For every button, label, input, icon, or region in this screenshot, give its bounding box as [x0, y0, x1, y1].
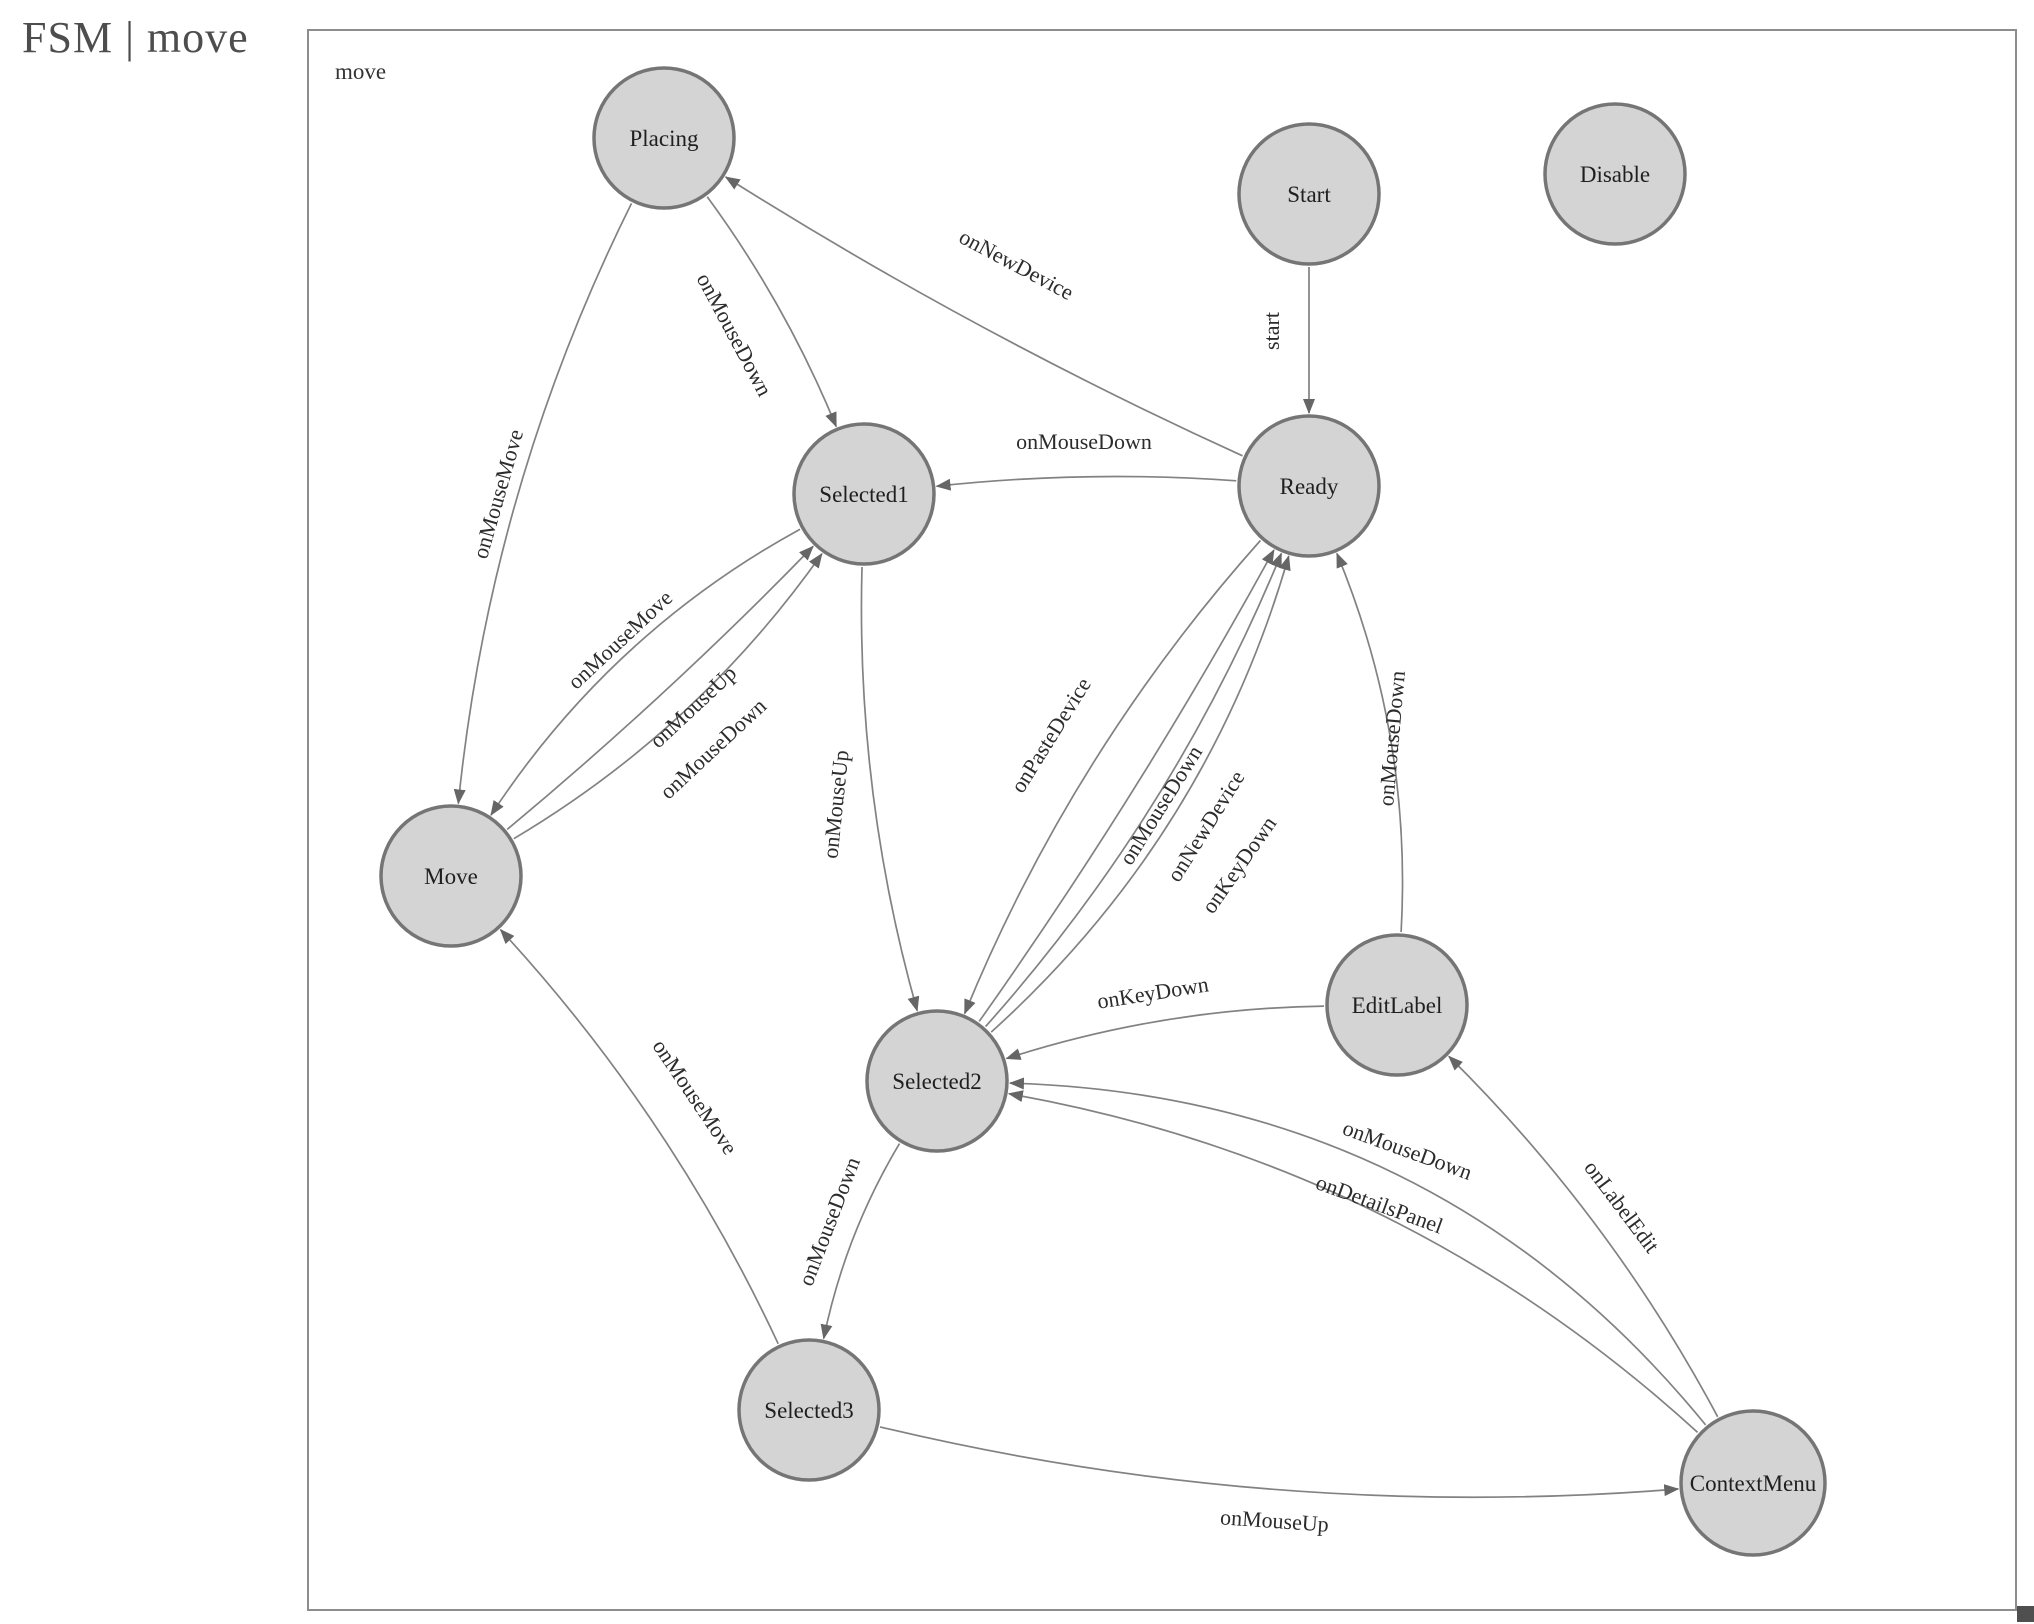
transition-onMouseDown-EditLabel-Ready[interactable] — [1336, 552, 1404, 933]
state-circle[interactable] — [379, 804, 523, 948]
state-node-Move[interactable]: Move — [379, 804, 523, 948]
state-node-Selected1[interactable]: Selected1 — [792, 422, 936, 566]
transition-onMouseDown-Move-Selected1[interactable] — [513, 552, 823, 840]
state-label: ContextMenu — [1690, 1471, 1817, 1496]
transition-label: onDetailsPanel — [1313, 1169, 1447, 1238]
state-node-Selected3[interactable]: Selected3 — [737, 1338, 881, 1482]
state-node-ContextMenu[interactable]: ContextMenu — [1679, 1409, 1827, 1557]
transition-onPasteDevice-Ready-Selected2[interactable] — [963, 539, 1262, 1015]
transition-label: onMouseDown — [793, 1154, 865, 1290]
resize-handle[interactable] — [2017, 1606, 2034, 1622]
state-label: Ready — [1280, 474, 1339, 499]
state-circle[interactable] — [1237, 414, 1381, 558]
state-node-Ready[interactable]: Ready — [1237, 414, 1381, 558]
state-circle[interactable] — [792, 422, 936, 566]
state-label: Start — [1287, 182, 1331, 207]
transition-onMouseDown-Ready-Selected1[interactable] — [935, 475, 1237, 491]
state-node-Selected2[interactable]: Selected2 — [865, 1009, 1009, 1153]
transition-onDetailsPanel-ContextMenu-Selected2[interactable] — [1007, 1090, 1699, 1434]
transition-onLabelEdit-ContextMenu-EditLabel[interactable] — [1448, 1055, 1719, 1418]
state-label: Move — [424, 864, 478, 889]
state-node-Start[interactable]: Start — [1237, 122, 1381, 266]
transition-onKeyDown-Selected2-Ready[interactable] — [990, 555, 1291, 1033]
transition-onMouseMove-Selected1-Move[interactable] — [490, 528, 801, 816]
state-circle[interactable] — [592, 66, 736, 210]
state-circle[interactable] — [1237, 122, 1381, 266]
state-circle[interactable] — [737, 1338, 881, 1482]
transition-label: onMouseUp — [1219, 1504, 1329, 1537]
transition-onMouseDown-Placing-Selected1[interactable] — [706, 196, 837, 428]
transition-onMouseDown-ContextMenu-Selected2[interactable] — [1008, 1077, 1707, 1426]
transition-label: onMouseMove — [648, 1035, 743, 1159]
transition-label: onKeyDown — [1095, 971, 1210, 1013]
canvas-label: move — [335, 59, 387, 84]
state-circle[interactable] — [865, 1009, 1009, 1153]
state-circle[interactable] — [1679, 1409, 1827, 1557]
transition-onMouseMove-Placing-Move[interactable] — [453, 203, 633, 805]
transition-label: onMouseDown — [1340, 1115, 1476, 1185]
transition-onNewDevice-Selected2-Ready[interactable] — [984, 552, 1283, 1028]
state-circle[interactable] — [1325, 933, 1469, 1077]
state-circle[interactable] — [1543, 102, 1687, 246]
state-label: Selected2 — [892, 1069, 981, 1094]
transition-label: onMouseMove — [563, 585, 677, 694]
transition-label: onNewDevice — [955, 224, 1078, 305]
state-label: Placing — [630, 126, 699, 151]
transition-onMouseUp-Move-Selected1[interactable] — [506, 545, 814, 831]
state-label: Selected3 — [764, 1398, 853, 1423]
state-node-EditLabel[interactable]: EditLabel — [1325, 933, 1469, 1077]
transition-onMouseDown-Selected2-Selected3[interactable] — [820, 1143, 901, 1340]
state-node-Disable[interactable]: Disable — [1543, 102, 1687, 246]
transition-label: onMouseMove — [467, 426, 528, 561]
transition-onMouseMove-Selected3-Move[interactable] — [499, 928, 779, 1345]
state-label: Selected1 — [819, 482, 908, 507]
transition-label: onMouseDown — [1016, 429, 1152, 454]
transition-label: onMouseDown — [1373, 670, 1410, 807]
transition-onKeyDown-EditLabel-Selected2[interactable] — [1005, 1005, 1325, 1060]
transition-onNewDevice-Ready-Placing[interactable] — [724, 176, 1243, 457]
edge-layer — [453, 176, 1719, 1499]
transition-onMouseUp-Selected3-ContextMenu[interactable] — [879, 1426, 1680, 1499]
state-label: EditLabel — [1352, 993, 1443, 1018]
transition-label: start — [1259, 312, 1284, 350]
transition-label: onPasteDevice — [1005, 673, 1095, 797]
edge-label-layer: start onMouseDown onMouseDown onNewDevice on… — [467, 224, 1664, 1537]
state-node-Placing[interactable]: Placing — [592, 66, 736, 210]
page-title: FSM | move — [22, 13, 249, 62]
transition-label: onLabelEdit — [1579, 1156, 1664, 1258]
state-label: Disable — [1580, 162, 1650, 187]
transition-onMouseDown-Selected2-Ready[interactable] — [978, 549, 1275, 1022]
transition-label: onMouseDown — [692, 269, 778, 401]
transition-label: onMouseUp — [817, 749, 853, 860]
transition-onMouseUp-Selected1-Selected2[interactable] — [860, 566, 920, 1012]
